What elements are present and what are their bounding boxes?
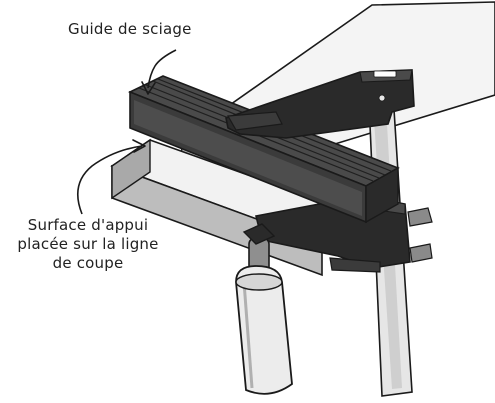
clamp-screw — [242, 223, 276, 275]
clamp-handle — [235, 265, 293, 395]
surface-label-line-3: de coupe — [52, 254, 124, 272]
surface-leader-arrowhead — [132, 139, 146, 153]
surface-leader-line — [76, 145, 143, 215]
upper-clamp-jaw — [225, 69, 415, 139]
surface-label-line-1: Surface d'appui — [27, 216, 149, 234]
surface-label-line-2: placée sur la ligne — [17, 235, 159, 253]
guide-label: Guide de sciage — [68, 20, 192, 38]
guide-leader-line — [147, 49, 177, 89]
surface-label: Surface d'appui placée sur la ligne de c… — [4, 216, 172, 273]
guide-leader-arrowhead — [141, 81, 156, 95]
